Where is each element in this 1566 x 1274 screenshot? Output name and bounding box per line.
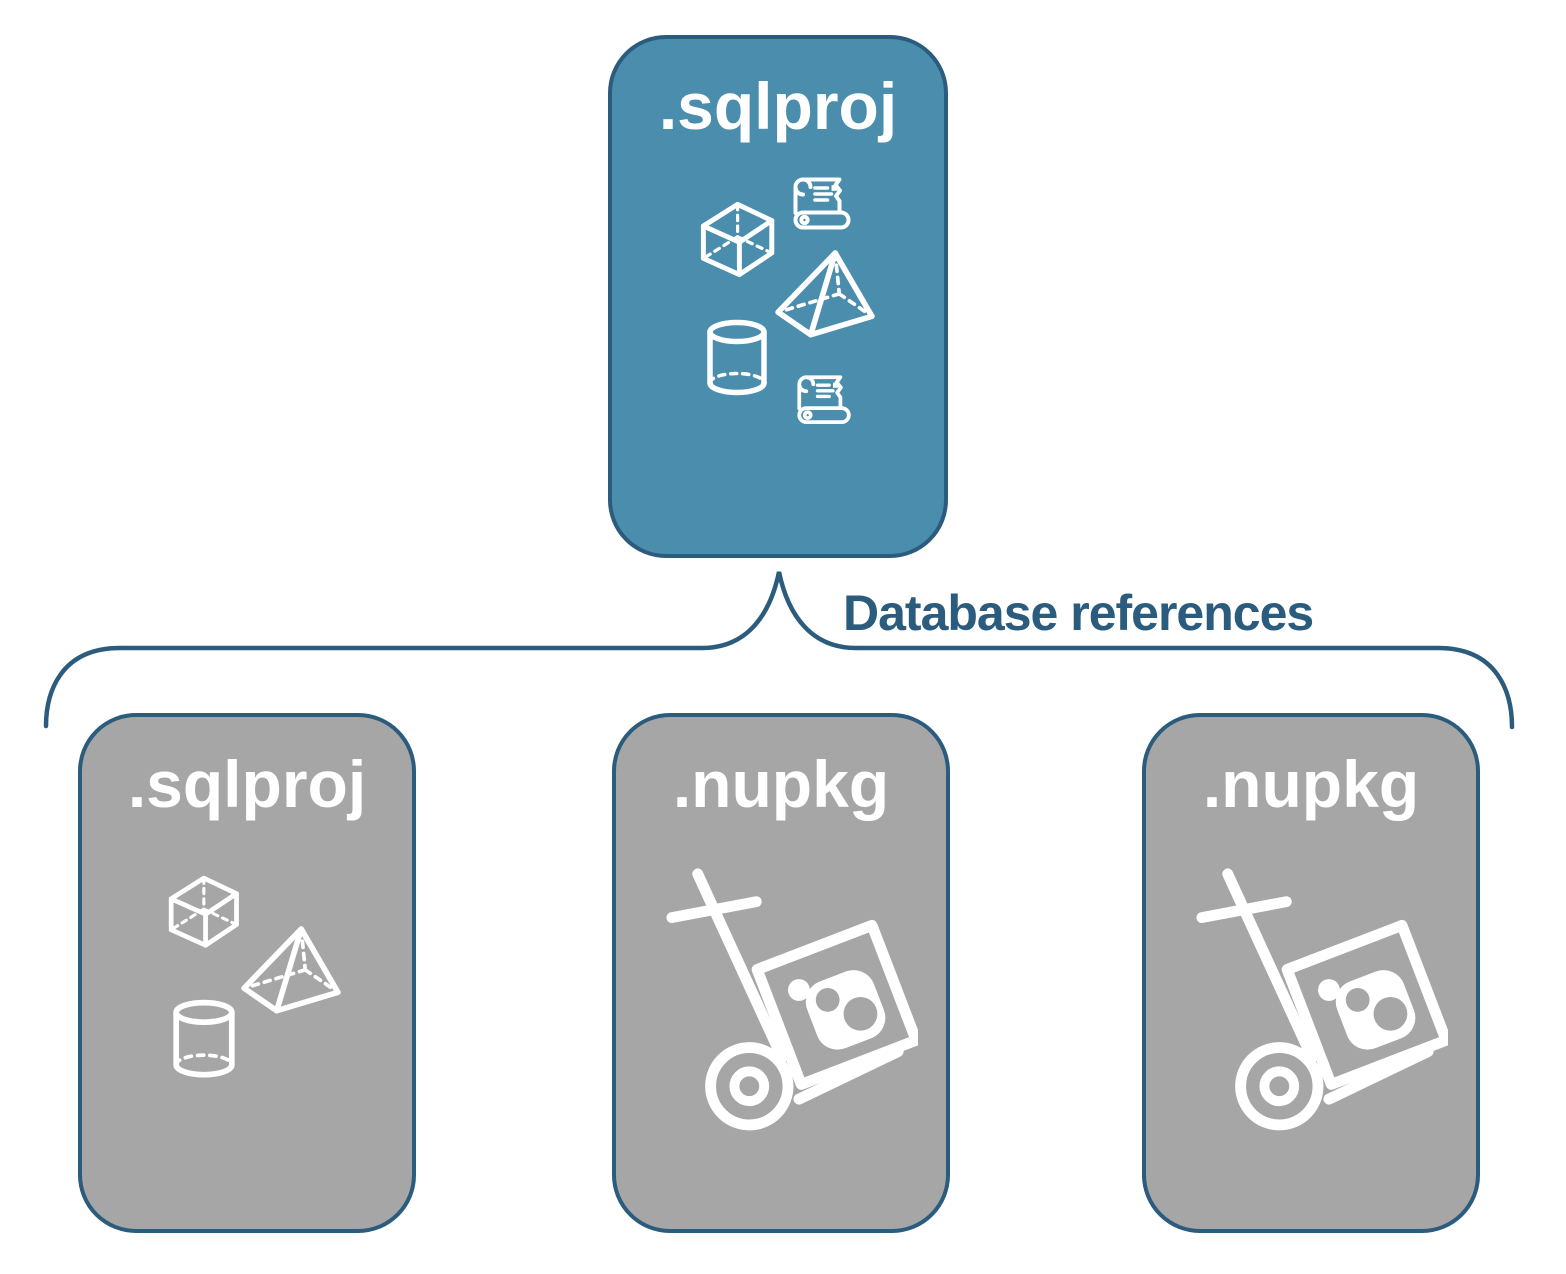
pyramid-icon [241,926,341,1014]
pyramid-icon [775,250,875,338]
package-hand-truck-icon [666,868,918,1131]
node-title: .nupkg [1202,747,1420,821]
node-title: .sqlproj [658,69,898,143]
package-hand-truck-icon [1196,868,1448,1131]
node-title: .sqlproj [127,747,367,821]
node-title: .nupkg [672,747,890,821]
node-root-sqlproj: .sqlproj [608,35,948,558]
database-cylinder-icon [707,319,767,396]
script-scroll-icon [793,177,851,230]
script-scroll-icon [797,375,851,424]
node-child-sqlproj: .sqlproj [78,713,416,1233]
database-cylinder-icon [173,999,235,1078]
cube-icon [700,201,775,278]
cube-icon [168,875,239,948]
node-child-nupkg-2: .nupkg [1142,713,1480,1233]
node-child-nupkg-1: .nupkg [612,713,950,1233]
connector-label: Database references [843,585,1314,641]
brace-connector [43,571,1515,730]
